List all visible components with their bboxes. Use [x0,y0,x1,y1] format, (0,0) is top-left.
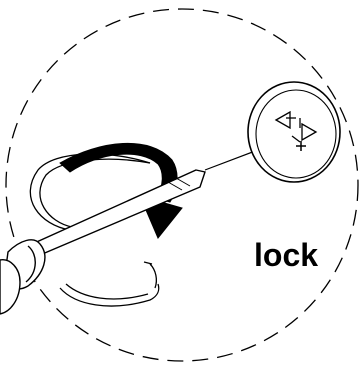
detail-circle [5,8,359,362]
plus-icon [296,141,306,151]
lock-label: lock [254,237,318,273]
screwdriver-icon [0,169,206,315]
lock-symbol-icon [274,110,318,143]
screw-head-icon [247,81,341,183]
